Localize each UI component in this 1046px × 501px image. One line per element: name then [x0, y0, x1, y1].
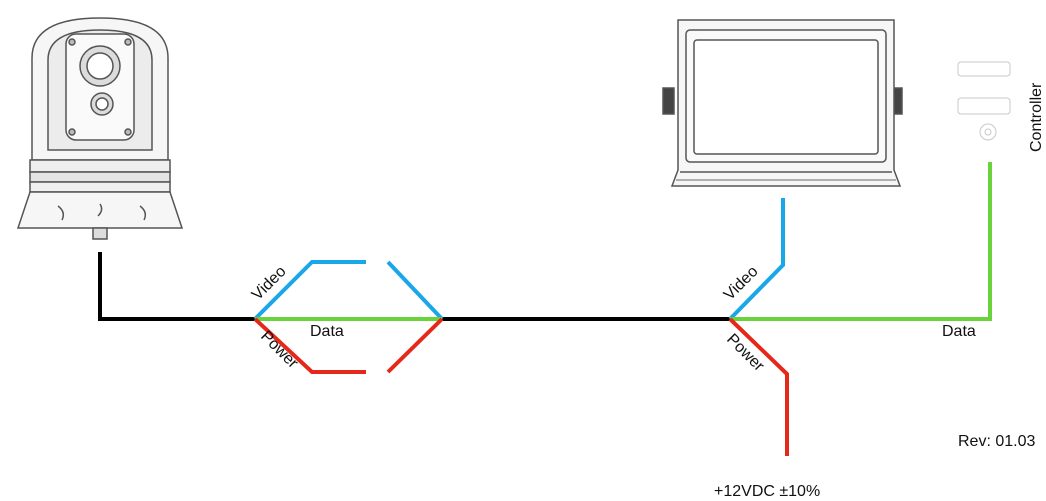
- joystick-controller-icon: [957, 61, 1011, 141]
- pan-tilt-camera-icon: [16, 17, 184, 240]
- display-monitor-icon: [662, 19, 903, 187]
- left-breakout: [253, 260, 444, 374]
- left-data-label: Data: [310, 323, 344, 340]
- right-power-wire: [728, 317, 789, 456]
- left-video-return: [386, 260, 444, 321]
- right-data-label: Data: [942, 323, 976, 340]
- left-power-wire: [253, 317, 366, 374]
- left-power-return: [386, 317, 444, 374]
- right-power-label: Power: [723, 331, 768, 376]
- right-video-label: Video: [721, 263, 762, 304]
- left-video-label: Video: [249, 263, 290, 304]
- trunk-cable: [98, 252, 730, 321]
- controller-label: Controller: [1028, 82, 1045, 152]
- right-data-wire: [730, 162, 992, 321]
- left-video-wire: [253, 260, 366, 321]
- right-breakout: [728, 162, 992, 456]
- right-video-wire: [728, 198, 785, 321]
- revision-label: Rev: 01.03: [958, 433, 1035, 450]
- supply-voltage-label: +12VDC ±10%: [714, 483, 820, 500]
- left-power-label: Power: [257, 328, 302, 373]
